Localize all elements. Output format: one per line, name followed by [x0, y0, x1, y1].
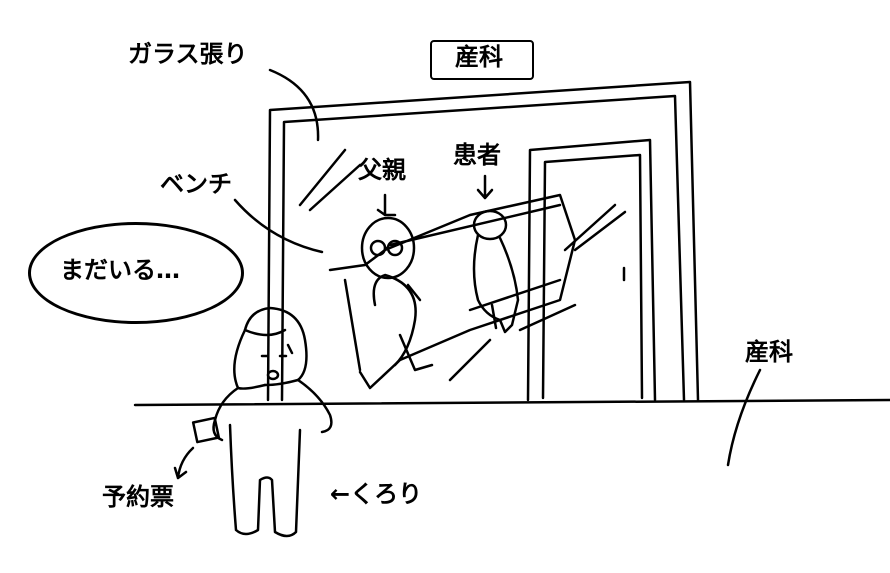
sign-label: 産科: [455, 43, 503, 71]
ticket-label: 予約票: [102, 483, 174, 511]
glass-wall-label: ガラス張り: [128, 40, 248, 68]
speech-text: まだいる…: [60, 256, 180, 284]
door: [526, 138, 657, 402]
glass-reflection: [298, 148, 492, 382]
kurori-label: ←くろり: [330, 480, 423, 508]
building-frame: [266, 80, 700, 402]
speech-bubble: [28, 222, 244, 324]
bench: [328, 193, 577, 390]
father-label: 父親: [358, 156, 406, 184]
father-arrow: [376, 193, 397, 217]
glass-wall-leader: [268, 68, 320, 142]
bench-leader: [233, 198, 324, 254]
bench-label: ベンチ: [160, 170, 232, 198]
ticket-arrow: [173, 446, 195, 480]
ward-sign: [430, 40, 534, 80]
ward-label: 産科: [745, 338, 793, 366]
ward-leader: [726, 368, 762, 467]
patient-label: 患者: [453, 141, 501, 169]
father-figure: [360, 216, 434, 372]
patient-figure: [472, 209, 520, 334]
patient-arrow: [476, 174, 494, 200]
floor-line: [133, 398, 890, 407]
girl-figure: [191, 306, 333, 538]
